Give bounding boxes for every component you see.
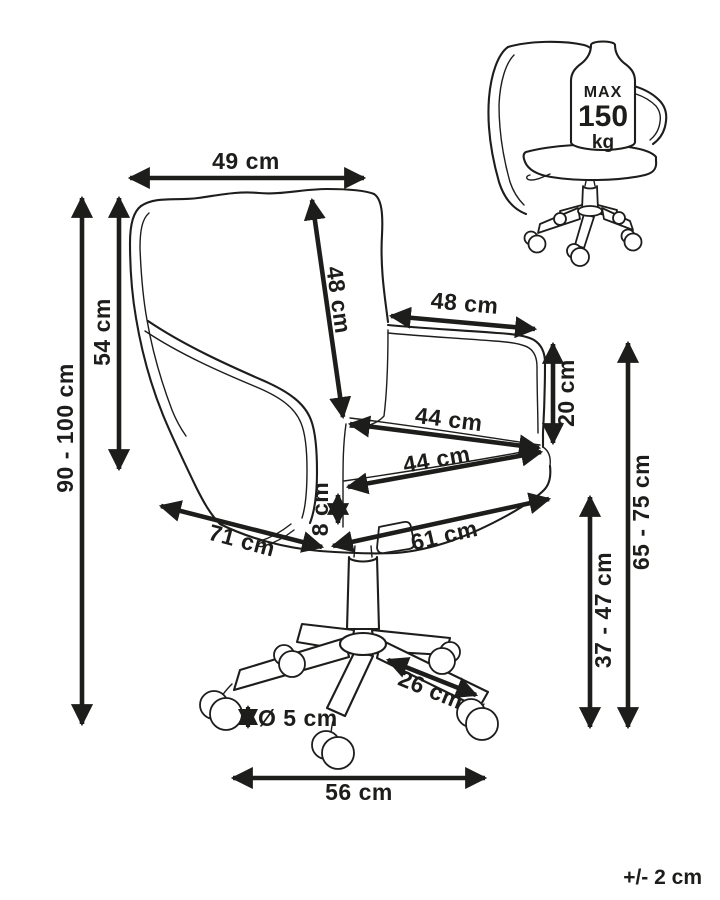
caster-wheel [465,707,499,741]
weight-icon: MAX 150 kg [569,40,637,153]
gas-cylinder-rim [348,556,378,563]
inset-lever [526,173,551,181]
inset-casters [523,211,643,267]
dim-label: 48 cm [321,265,356,336]
dim-label: 44 cm [401,440,472,477]
caster-wheel [321,736,355,770]
dim-label: Ø 5 cm [258,705,338,731]
inset-cylinder [581,185,599,211]
backrest-top-edge [139,187,376,208]
dim-caster-diameter: Ø 5 cm [237,704,338,731]
dim-label: 37 - 47 cm [590,552,616,668]
shell-left-inner-edge [139,212,187,437]
dim-label: 8 cm [307,482,333,536]
caster-wheel [570,247,590,267]
base-assembly [199,545,499,770]
tolerance-note: +/- 2 cm [623,866,702,889]
inset-max-load-chair: MAX 150 kg [487,40,668,267]
dim-armrest-height-from-floor: 65 - 75 cm [616,340,654,730]
dim-overall-depth: 71 cm [158,500,325,562]
dim-seat-unit-width: 61 cm [330,492,552,556]
caster-back-left [273,644,306,678]
piston-rod [353,545,373,558]
backrest-right-lower-edge [349,329,389,428]
dim-label: 48 cm [430,287,500,319]
inset-chair-drawing [487,40,668,267]
weight-vessel-rim [590,40,616,46]
dim-label: 65 - 75 cm [628,454,654,570]
dim-armrest-above-seat: 20 cm [541,341,579,446]
max-load-value: 150 [578,100,628,133]
seat-cushion-left-edge [342,423,347,528]
dim-label: 56 cm [325,779,393,805]
left-arm-outer-sweep [146,319,319,525]
dim-label: 49 cm [212,148,280,174]
max-load-label: MAX [584,84,623,101]
caster-wheel [623,232,643,252]
dim-line [345,444,544,495]
dim-label: 44 cm [414,402,484,436]
dim-backrest-width: 49 cm [127,148,367,190]
dim-armrest-depth: 48 cm [388,287,538,339]
dim-line [303,197,352,420]
seat-right-corner-edge [542,446,551,467]
dimension-annotations: 49 cm 90 - 100 cm 54 cm 48 cm 48 cm 20 c… [52,148,654,805]
dim-line [330,492,552,553]
inset-piston [584,180,596,187]
dim-seat-height-from-floor: 37 - 47 cm [578,494,616,730]
max-load-unit: kg [592,132,614,153]
dim-seat-width-front: 44 cm [345,440,544,495]
gas-cylinder [345,555,381,631]
left-arm-inner-sweep [144,330,308,519]
dim-line [388,306,538,339]
caster-left [199,683,243,731]
backrest-right-edge [372,192,390,324]
dim-label: 20 cm [553,359,579,427]
dim-backrest-height-diagonal: 48 cm [303,197,357,420]
caster-wheel [209,697,243,731]
dim-label: 54 cm [89,298,115,366]
caster-wheel [278,650,306,678]
inset-backrest-outer [506,40,598,59]
dim-label: 90 - 100 cm [52,363,78,493]
caster-wheel [553,212,567,226]
dim-base-width: 56 cm [230,766,488,805]
inset-backrest-left [487,45,528,216]
caster-front [311,717,355,770]
inset-armrest-outer [632,84,668,146]
dim-line [347,415,542,457]
caster-wheel [612,211,626,225]
inset-backrest-inner [498,54,525,206]
backrest-outline [128,187,390,526]
dim-line [158,500,325,553]
dim-overall-height: 90 - 100 cm [52,195,94,727]
left-armrest [144,319,319,525]
dim-line [385,657,479,698]
caster-right [456,698,499,741]
dim-back-section-height: 54 cm [89,195,131,472]
inset-hub [577,205,603,217]
caster-wheel [527,234,547,254]
caster-wheel [428,647,456,675]
dim-label: 61 cm [408,515,480,556]
dim-seat-cushion-thickness: 8 cm [307,482,350,536]
inset-armrest-inner [635,93,662,141]
base-hub-detail [346,651,380,656]
